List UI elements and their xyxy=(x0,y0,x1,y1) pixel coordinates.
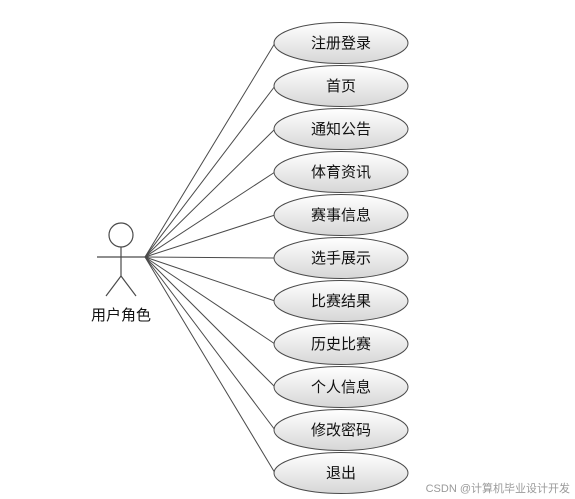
association-line xyxy=(144,256,276,259)
association-line xyxy=(144,214,276,258)
actor-user-role: 用户角色 xyxy=(91,222,151,324)
association-line xyxy=(144,85,276,258)
use-case-ellipse xyxy=(273,237,409,279)
use-case: 赛事信息 xyxy=(273,194,409,236)
use-case: 比赛结果 xyxy=(273,280,409,322)
association-lines xyxy=(144,42,276,474)
actor-right-leg xyxy=(120,275,137,297)
association-line xyxy=(144,256,276,388)
use-case: 首页 xyxy=(273,65,409,107)
use-case-ellipse xyxy=(273,22,409,64)
use-case-ellipse xyxy=(273,108,409,150)
use-case: 历史比赛 xyxy=(273,323,409,365)
use-case-label: 注册登录 xyxy=(311,34,371,52)
use-case: 退出 xyxy=(273,452,409,494)
use-case-ellipse xyxy=(273,323,409,365)
use-case-label: 历史比赛 xyxy=(311,335,371,353)
actor-head xyxy=(108,222,134,248)
use-case-label: 个人信息 xyxy=(311,378,371,396)
use-case: 注册登录 xyxy=(273,22,409,64)
association-line xyxy=(144,42,276,258)
use-case: 选手展示 xyxy=(273,237,409,279)
use-case-label: 赛事信息 xyxy=(311,206,371,224)
use-case-ellipse xyxy=(273,151,409,193)
use-case-ellipse xyxy=(273,366,409,408)
association-line xyxy=(144,256,276,302)
association-line xyxy=(144,256,276,474)
use-case-label: 比赛结果 xyxy=(311,292,371,310)
use-case-ellipse xyxy=(273,65,409,107)
use-case: 通知公告 xyxy=(273,108,409,150)
use-case-label: 选手展示 xyxy=(311,249,371,267)
watermark: CSDN @计算机毕业设计开发 xyxy=(426,481,570,495)
use-case-ellipse xyxy=(273,194,409,236)
use-case-label: 体育资讯 xyxy=(311,163,371,181)
association-line xyxy=(144,128,276,258)
association-line xyxy=(144,171,276,258)
association-line xyxy=(144,256,276,345)
use-case: 体育资讯 xyxy=(273,151,409,193)
association-line xyxy=(144,256,276,431)
use-case-ellipse xyxy=(273,280,409,322)
use-case-label: 修改密码 xyxy=(311,421,371,439)
use-case-label: 首页 xyxy=(326,77,356,95)
use-case-ellipse xyxy=(273,452,409,494)
actor-label: 用户角色 xyxy=(91,306,151,324)
actor-left-leg xyxy=(105,275,122,297)
use-case-ellipse xyxy=(273,409,409,451)
use-case-label: 退出 xyxy=(326,464,356,482)
use-case: 个人信息 xyxy=(273,366,409,408)
use-case-label: 通知公告 xyxy=(311,120,371,138)
use-case: 修改密码 xyxy=(273,409,409,451)
